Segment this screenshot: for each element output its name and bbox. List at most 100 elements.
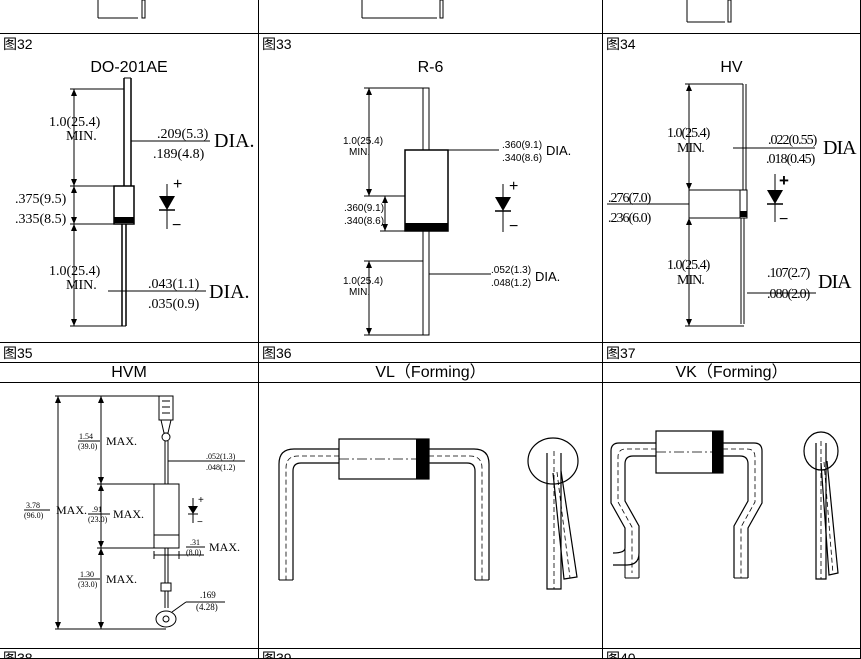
do201ae-body-max: .375(9.5) (15, 192, 67, 207)
figure-37-cell (603, 383, 861, 649)
hv-lead-length: 1.0(25.4) (667, 126, 711, 141)
do201ae-lead-dia: DIA. (209, 281, 250, 303)
do201ae-wire-max: .209(5.3) (157, 127, 209, 142)
figure-36-cell (259, 383, 603, 649)
r6-diode-symbol-icon (495, 184, 511, 232)
r6-body-l-min: .340(8.6) (344, 216, 384, 227)
figure-36-title: VL（Forming） (375, 364, 486, 381)
hvm-total-max: MAX. (56, 503, 87, 517)
do201ae-wire-dia: DIA. (214, 130, 255, 152)
figure-34-title: HV (720, 59, 743, 76)
r6-plus: + (509, 178, 518, 195)
do201ae-lead2-length: 1.0(25.4) (49, 264, 101, 279)
hvm-width-max: MAX. (209, 540, 240, 554)
figure-32-label: 图32 (3, 36, 33, 52)
hvm-total-den: (96.0) (24, 511, 44, 520)
do201ae-plus: + (173, 176, 182, 193)
hvm-eye-den: (4.28) (196, 602, 218, 612)
do201ae-lead-d-min: .035(0.9) (148, 297, 200, 312)
hvm-lead-d-max: .052(1.3) (206, 452, 236, 461)
cell-top-partial-2 (259, 0, 603, 34)
do201ae-wire-min: .189(4.8) (153, 147, 205, 162)
hv-body-d-max: .107(2.7) (767, 266, 811, 281)
figure-32-cell: 图32 DO-201AE (0, 34, 259, 343)
hvm-bot-num: 1.30 (80, 570, 94, 579)
hv-lead2-length: 1.0(25.4) (667, 258, 711, 273)
do201ae-drawing: 1.0(25.4) MIN. .209(5.3) .189(4.8) DIA. … (15, 77, 255, 327)
figure-33-label: 图33 (262, 36, 292, 52)
hvm-lead-d-min: .048(1.2) (206, 463, 236, 472)
figure-35-label: 图35 (3, 345, 33, 361)
figure-32-title: DO-201AE (90, 59, 168, 76)
figure-37-label: 图37 (606, 345, 636, 361)
hv-body-d-min: .080(2.0) (767, 287, 811, 302)
hvm-minus: − (197, 517, 203, 528)
figure-35-cell: 1.54 (39.0) MAX. 3.78 (96.0) MAX. .91 (2… (0, 383, 259, 649)
r6-lead-dia: DIA. (535, 269, 560, 284)
do201ae-lead-d-max: .043(1.1) (148, 277, 200, 292)
r6-lead-min: MIN. (349, 147, 370, 158)
hv-lead-min: MIN. (677, 141, 704, 156)
hvm-top-den: (39.0) (78, 442, 98, 451)
r6-body-dia: DIA. (546, 143, 571, 158)
do201ae-body-min: .335(8.5) (15, 212, 67, 227)
hvm-total-num: 3.78 (26, 501, 40, 510)
partial-drawing-1 (97, 0, 146, 19)
hvm-top-num: 1.54 (79, 432, 93, 441)
hvm-width-num: .31 (190, 538, 200, 547)
figure-37-header: 图37 (603, 343, 861, 363)
hvm-bot-den: (33.0) (78, 580, 98, 589)
figure-33-cell: 图33 R-6 1. (259, 34, 603, 343)
figure-33-title: R-6 (417, 59, 444, 76)
r6-lead-length: 1.0(25.4) (343, 136, 383, 147)
r6-body-d-min: .340(8.6) (502, 153, 542, 164)
figure-38-header: 图38 (0, 649, 259, 659)
figure-39-header: 图39 (259, 649, 603, 659)
r6-lead2-min: MIN. (349, 287, 370, 298)
r6-lead-d-max: .052(1.3) (491, 265, 531, 276)
hvm-width-den: (8.0) (186, 548, 202, 557)
hvm-eye-num: .169 (200, 590, 216, 600)
hvm-bot-max: MAX. (106, 572, 137, 586)
do201ae-lead-length: 1.0(25.4) (49, 115, 101, 130)
partial-drawing-2 (361, 0, 444, 19)
hvm-body-num: .91 (92, 505, 102, 514)
figure-34-label: 图34 (606, 36, 636, 52)
figure-37-title-row: VK（Forming） (603, 363, 861, 383)
hvm-drawing: 1.54 (39.0) MAX. 3.78 (96.0) MAX. .91 (2… (24, 395, 245, 630)
hvm-body-den: (23.0) (88, 515, 108, 524)
partial-drawing-3 (686, 0, 732, 23)
hvm-diode-symbol-icon (188, 498, 198, 523)
r6-minus: − (509, 218, 518, 235)
hvm-top-max: MAX. (106, 434, 137, 448)
cell-top-partial-3 (603, 0, 861, 34)
figure-36-title-row: VL（Forming） (259, 363, 603, 383)
figure-34-cell: 图34 HV 1.0(25.4) MIN. (603, 34, 861, 343)
figure-35-header: 图35 (0, 343, 259, 363)
figure-37-title: VK（Forming） (675, 364, 788, 381)
figure-40-label: 图40 (606, 650, 636, 659)
hvm-plus: + (198, 495, 204, 506)
do201ae-minus: − (172, 217, 181, 234)
vl-forming-drawing (278, 437, 579, 590)
r6-lead2-length: 1.0(25.4) (343, 276, 383, 287)
figure-40-header: 图40 (603, 649, 861, 659)
do201ae-lead-min: MIN. (66, 129, 97, 144)
figure-38-label: 图38 (3, 650, 33, 659)
hv-lead-d-min: .018(0.45) (766, 152, 816, 167)
hvm-body-max: MAX. (113, 507, 144, 521)
r6-lead-d-min: .048(1.2) (491, 278, 531, 289)
r6-body-l-max: .360(9.1) (344, 203, 384, 214)
cell-top-partial-1 (0, 0, 259, 34)
hv-diode-symbol-icon (767, 174, 783, 222)
hv-body-min: .236(6.0) (608, 211, 652, 226)
hv-body-max: .276(7.0) (608, 191, 652, 206)
figure-35-title-row: HVM (0, 363, 259, 383)
figure-39-label: 图39 (262, 650, 292, 659)
do201ae-lead2-min: MIN. (66, 278, 97, 293)
figure-35-title: HVM (111, 364, 147, 381)
hv-body-dia: DIA (818, 271, 852, 293)
r6-body-d-max: .360(9.1) (502, 140, 542, 151)
hv-minus: − (779, 211, 788, 228)
